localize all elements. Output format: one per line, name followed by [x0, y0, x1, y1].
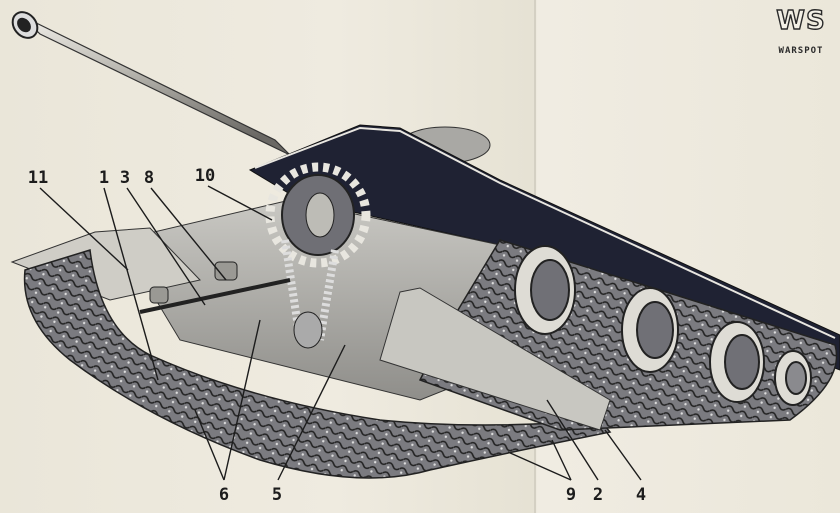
callout-4: 4	[635, 485, 647, 505]
leader-lines	[39, 185, 642, 481]
callout-2: 2	[592, 485, 604, 505]
callout-8: 8	[143, 168, 155, 188]
callout-1: 1	[98, 168, 110, 188]
drive-sprocket	[265, 162, 371, 349]
track-guard-plate	[379, 287, 611, 431]
callout-11: 11	[27, 168, 49, 188]
gun-barrel	[11, 11, 291, 156]
callout-10: 10	[194, 166, 216, 186]
callout-3: 3	[119, 168, 131, 188]
suspension-brackets	[139, 261, 291, 314]
left-track	[23, 249, 612, 479]
watermark-text: WARSPOT	[778, 46, 824, 56]
ws-logo-icon: WS	[776, 6, 826, 36]
callout-6: 6	[218, 485, 230, 505]
callout-5: 5	[271, 485, 283, 505]
callout-9: 9	[565, 485, 577, 505]
road-wheels	[514, 245, 812, 406]
warspot-watermark: WS WARSPOT	[771, 6, 831, 56]
